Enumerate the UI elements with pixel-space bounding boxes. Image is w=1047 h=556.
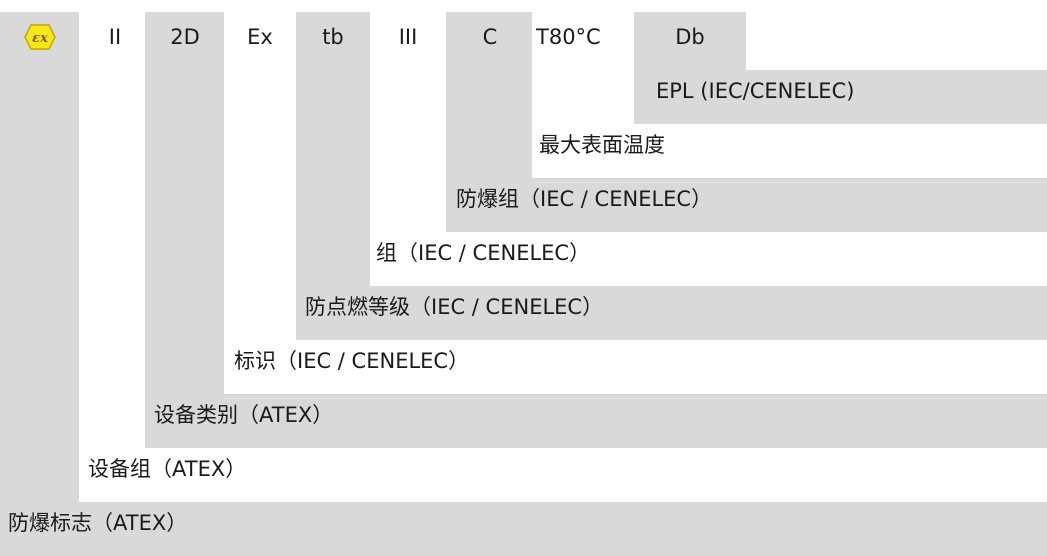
band-epl-row — [634, 70, 1047, 124]
band-protection-row — [296, 286, 1047, 340]
code-ex: Ex — [247, 25, 273, 49]
band-expl-group-row — [446, 178, 1047, 232]
code-equipment-group: II — [108, 25, 122, 49]
band-ex-mark-row — [0, 502, 1047, 556]
label-epl: EPL (IEC/CENELEC) — [656, 79, 855, 103]
label-ex-mark: 防爆标志（ATEX） — [8, 511, 188, 535]
band-protection-column — [296, 12, 370, 340]
code-max-surface-temp: T80°C — [536, 25, 601, 49]
code-group: III — [398, 25, 418, 49]
band-category-column — [145, 12, 224, 448]
code-equipment-category: 2D — [170, 25, 200, 49]
band-category-row — [145, 394, 1047, 448]
ex-hexagon-icon: εx — [24, 24, 56, 50]
label-equipment-category: 设备类别（ATEX） — [154, 403, 334, 427]
label-protection-level: 防点燃等级（IEC / CENELEC） — [305, 295, 604, 319]
band-ex-mark-column — [0, 12, 79, 556]
svg-text:εx: εx — [32, 31, 48, 46]
code-explosion-group: C — [482, 25, 498, 49]
label-group: 组（IEC / CENELEC） — [376, 241, 591, 265]
label-max-surface-temp: 最大表面温度 — [539, 133, 665, 157]
label-equipment-group: 设备组（ATEX） — [88, 457, 247, 481]
code-protection-type: tb — [322, 25, 344, 49]
label-mark: 标识（IEC / CENELEC） — [234, 349, 470, 373]
label-explosion-group: 防爆组（IEC / CENELEC） — [456, 187, 713, 211]
code-epl: Db — [675, 25, 705, 49]
